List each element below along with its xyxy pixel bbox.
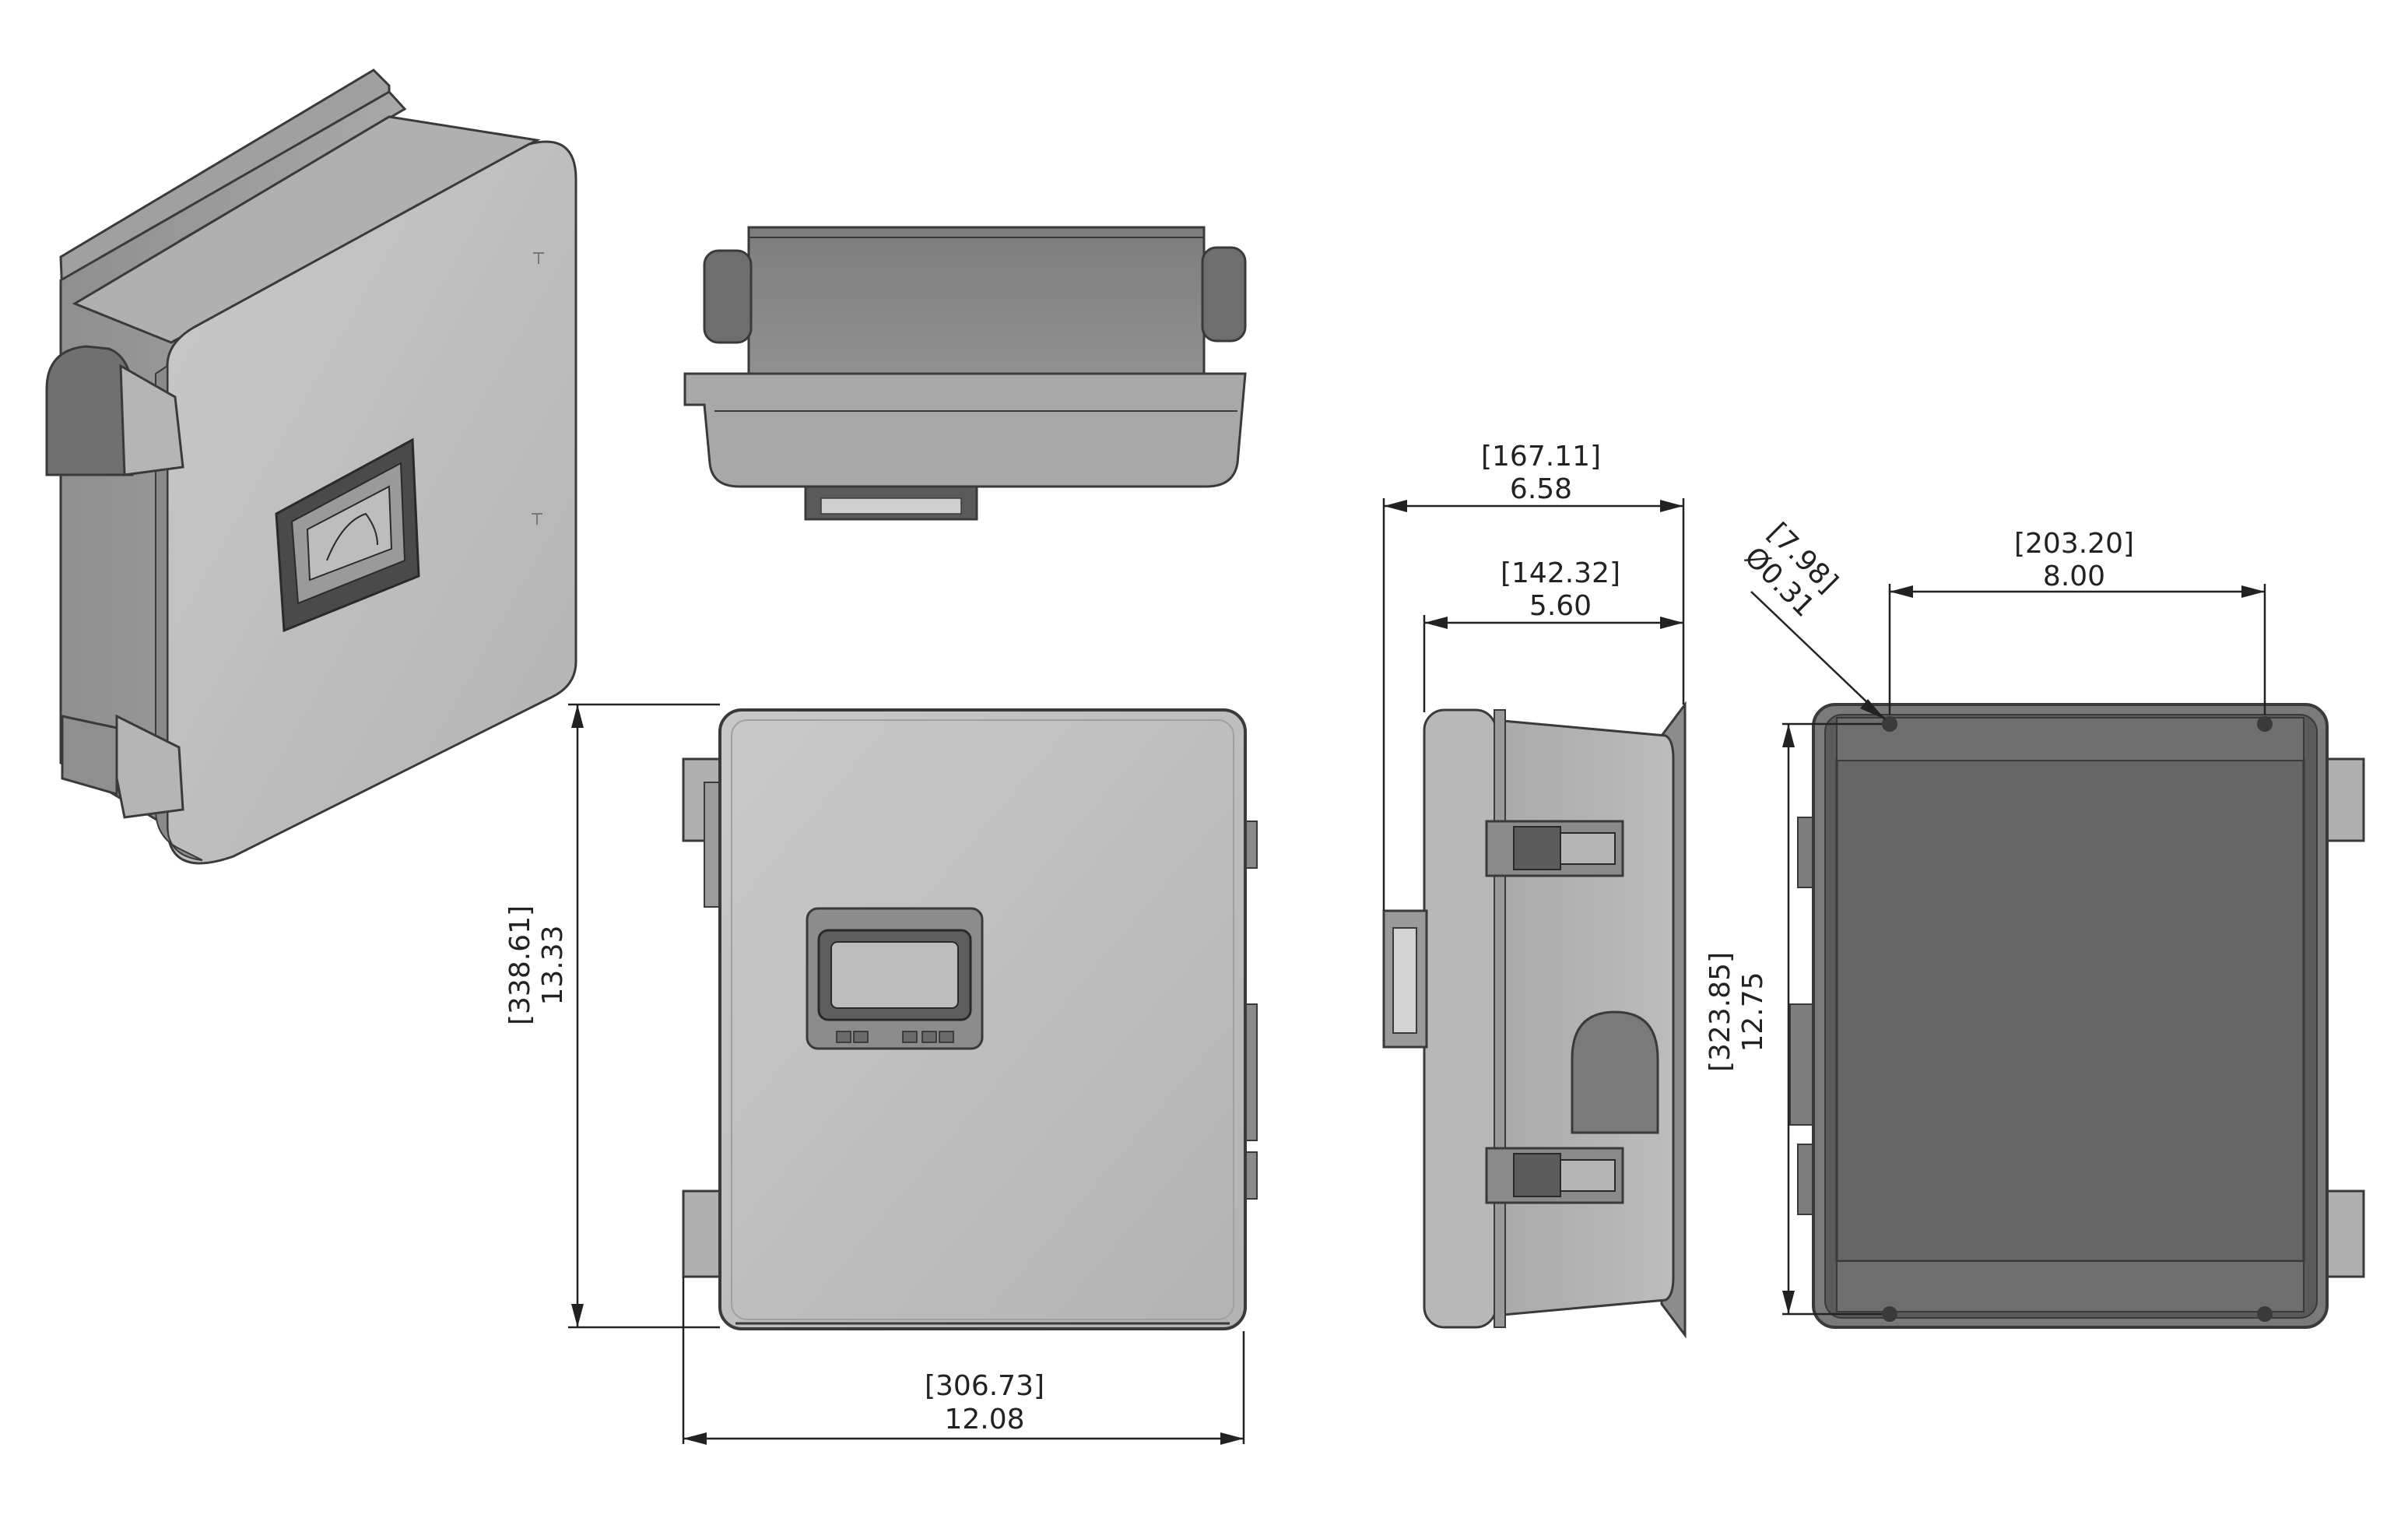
iso-box-top (72, 115, 541, 344)
dim-side-overall-depth: [167.11] 6.58 (1382, 441, 1685, 911)
dim-front-width: [306.73] 12.08 (682, 1277, 1245, 1445)
dim-side-overall-metric: [167.11] (1481, 441, 1601, 473)
top-cover (683, 372, 1247, 488)
dim-front-height-imperial: 13.33 (537, 925, 569, 1005)
dim-side-body-metric: [142.32] (1501, 557, 1620, 589)
dim-side-overall-imperial: 6.58 (1510, 473, 1572, 505)
side-knockout (1571, 1010, 1659, 1134)
mounting-holes (1882, 716, 2273, 1322)
dim-back-hole-width: [203.20] 8.00 (1888, 528, 2266, 715)
top-view (683, 226, 1247, 521)
front-display-window (806, 907, 984, 1050)
dim-side-body-depth: [142.32] 5.60 (1423, 557, 1683, 712)
dim-front-height-metric: [338.61] (504, 905, 536, 1025)
isometric-view (45, 69, 577, 865)
side-view (1382, 701, 1687, 1339)
dim-side-body-imperial: 5.60 (1529, 590, 1592, 622)
back-panel (1835, 757, 2305, 1263)
dim-mounting-hole: [7.98] Ø0.31 (1738, 517, 1886, 720)
side-latch-upper (1485, 820, 1624, 877)
side-box-body (1493, 719, 1675, 1317)
back-view (1789, 703, 2365, 1329)
dim-front-width-imperial: 12.08 (944, 1404, 1024, 1435)
dim-front-width-metric: [306.73] (925, 1370, 1044, 1402)
dim-back-hole-height: [323.85] 12.75 (1704, 722, 1882, 1316)
top-latch-right (1201, 246, 1247, 343)
top-hinge-left (703, 249, 753, 344)
dim-front-height: [338.61] 13.33 (504, 703, 720, 1329)
dim-back-width-imperial: 8.00 (2043, 560, 2105, 592)
side-latch-lower (1485, 1147, 1624, 1204)
dim-back-height-imperial: 12.75 (1737, 972, 1769, 1052)
iso-display-window (275, 437, 420, 633)
front-view (682, 708, 1258, 1330)
dim-back-width-metric: [203.20] (2014, 528, 2134, 560)
dim-back-height-metric: [323.85] (1704, 952, 1736, 1072)
side-cover (1423, 708, 1497, 1329)
